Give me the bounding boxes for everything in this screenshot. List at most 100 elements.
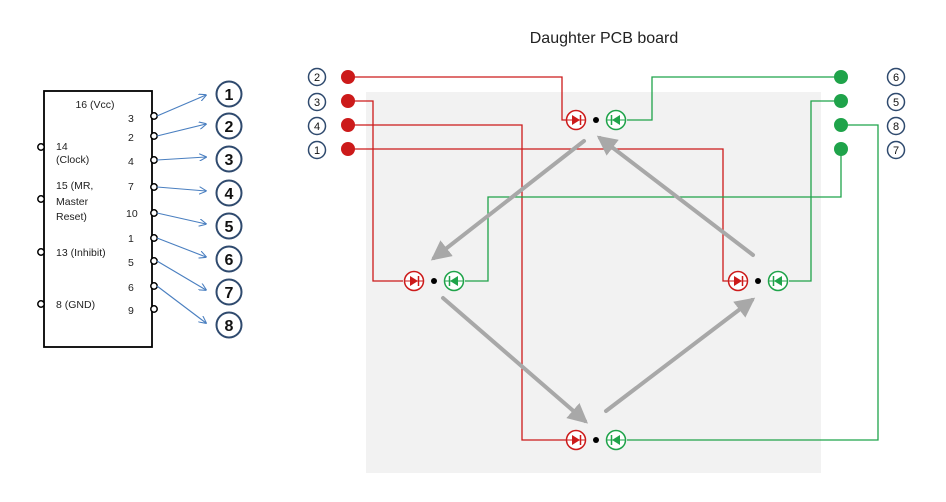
output-numbers: 1 2 3 4 5 6 7 8: [215, 80, 243, 339]
right-pin-label: 7: [128, 181, 134, 193]
pin-dot: [150, 234, 158, 242]
green-terminal: [834, 118, 848, 132]
right-pin-label: 6: [128, 282, 134, 294]
chip-left-pin-gnd: 8 (GND): [37, 299, 95, 311]
green-terminal: [834, 70, 848, 84]
output-number-3: 3: [215, 145, 243, 173]
output-number-4: 4: [215, 179, 243, 207]
red-wires: [348, 76, 728, 441]
junction-dot: [431, 278, 437, 284]
pin-label-mr-3: Reset): [56, 211, 87, 223]
connection-arrow: [156, 95, 206, 117]
pcb-left-number-label: 2: [314, 72, 320, 84]
connection-arrow: [156, 260, 206, 290]
pcb-right-number: 8: [886, 116, 906, 136]
green-led-icon: [767, 270, 789, 292]
chip-body: [43, 90, 153, 348]
arrow-top-to-left: [430, 139, 586, 261]
pin-dot: [150, 282, 158, 290]
pcb-right-numbers: 6 5 8 7: [886, 67, 906, 160]
green-led-icon: [605, 429, 627, 451]
led-pair-bottom: [565, 429, 627, 451]
connection-arrow: [156, 157, 206, 160]
output-number-2: 2: [215, 112, 243, 140]
diagram-title: Daughter PCB board: [530, 30, 679, 47]
pin-label-clock-1: 14: [56, 141, 68, 153]
pin-dot: [150, 132, 158, 140]
pin-dot: [150, 183, 158, 191]
chip-left-pin-mr: 15 (MR, Master Reset): [37, 180, 93, 223]
red-wire-2: [348, 76, 566, 121]
connection-arrow: [156, 237, 206, 257]
output-number-6: 6: [215, 245, 243, 273]
pin-label-mr-2: Master: [56, 196, 89, 208]
pcb-left-number: 1: [307, 140, 327, 160]
right-pin-label: 5: [128, 257, 134, 269]
output-number-label: 2: [225, 119, 234, 136]
red-terminal: [341, 70, 355, 84]
chip-left-pin-clock: 14 (Clock): [37, 141, 89, 166]
right-pin-label: 1: [128, 233, 134, 245]
output-number-7: 7: [215, 278, 243, 306]
rotation-arrows: [430, 135, 756, 424]
red-led-icon: [565, 109, 587, 131]
ic-chip: 16 (Vcc) 14 (Clock) 15 (MR, Master Reset…: [37, 90, 158, 348]
output-number-8: 8: [215, 311, 243, 339]
green-led-icon: [443, 270, 465, 292]
junction-dot: [593, 437, 599, 443]
junction-dot: [593, 117, 599, 123]
pcb-left-number-label: 3: [314, 97, 320, 109]
chip-left-pin-inhibit: 13 (Inhibit): [37, 247, 106, 259]
pin-dot: [150, 209, 158, 217]
green-wire-7: [465, 149, 842, 282]
output-number-label: 7: [225, 285, 234, 302]
red-wire-4: [348, 124, 566, 441]
pin-dot: [150, 257, 158, 265]
red-terminal: [341, 118, 355, 132]
output-number-label: 8: [225, 318, 234, 335]
pin-label-mr-1: 15 (MR,: [56, 180, 93, 192]
green-wire-5: [789, 100, 841, 282]
red-wire-1: [348, 148, 728, 282]
pin-dot: [37, 195, 45, 203]
output-number-label: 4: [225, 186, 234, 203]
red-terminal: [341, 142, 355, 156]
connection-arrow: [156, 212, 206, 224]
right-pin-label: 9: [128, 305, 134, 317]
output-number-5: 5: [215, 212, 243, 240]
pin-label-clock-2: (Clock): [56, 154, 89, 166]
arrow-bottom-to-right: [604, 297, 756, 413]
connection-arrow: [156, 285, 206, 323]
led-pair-left: [403, 270, 465, 292]
green-terminal: [834, 94, 848, 108]
pcb-left-numbers: 2 3 4 1: [307, 67, 327, 160]
pin-dot: [150, 112, 158, 120]
pcb-right-number-label: 5: [893, 97, 899, 109]
led-pair-top: [565, 109, 627, 131]
red-wire-3: [348, 100, 403, 282]
red-led-icon: [565, 429, 587, 451]
green-terminal: [834, 142, 848, 156]
connection-arrow: [156, 124, 206, 137]
pcb-right-number-label: 6: [893, 72, 899, 84]
pin-dot: [150, 305, 158, 313]
junction-dot: [755, 278, 761, 284]
pin-label-inhibit: 13 (Inhibit): [56, 247, 106, 259]
output-number-label: 3: [225, 152, 234, 169]
led-pair-right: [727, 270, 789, 292]
pcb-left-number: 3: [307, 92, 327, 112]
pin-dot: [37, 300, 45, 308]
green-wires: [465, 76, 879, 441]
pcb-left-number-label: 1: [314, 145, 320, 157]
pcb-right-number: 5: [886, 92, 906, 112]
pcb-right-number: 7: [886, 140, 906, 160]
output-number-label: 5: [225, 219, 234, 236]
output-number-label: 6: [225, 252, 234, 269]
pcb-left-number: 4: [307, 116, 327, 136]
pcb-terminals: [341, 70, 848, 156]
chip-vcc-label: 16 (Vcc): [75, 99, 114, 111]
pcb-right-number-label: 8: [893, 121, 899, 133]
red-led-icon: [727, 270, 749, 292]
pcb-right-number: 6: [886, 67, 906, 87]
